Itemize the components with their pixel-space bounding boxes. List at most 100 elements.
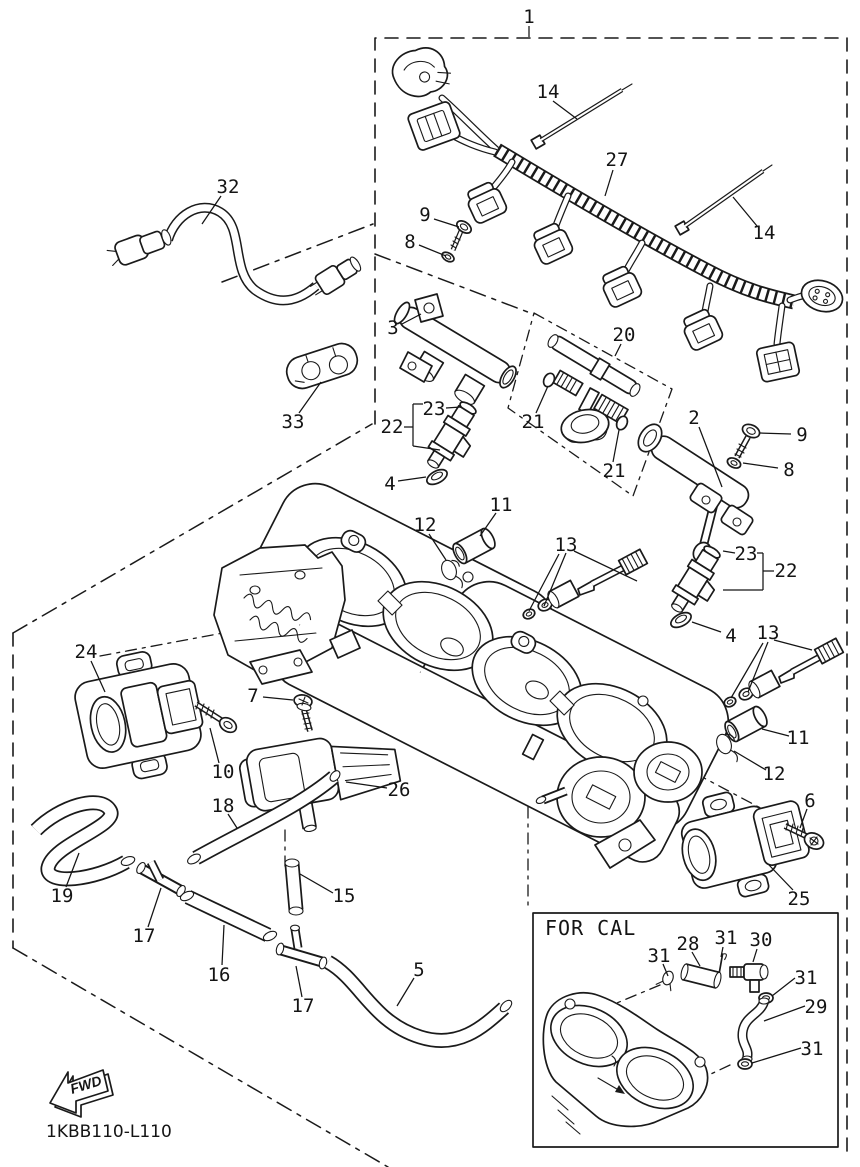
screw-9-left [450, 219, 473, 251]
callout-21: 21 [522, 411, 545, 433]
callout-leader-31 [751, 1047, 802, 1064]
callout-31: 31 [795, 967, 818, 989]
callout-leader-11 [761, 728, 790, 737]
callout-12: 12 [763, 763, 786, 785]
coil-connector [467, 181, 508, 224]
callout-20: 20 [613, 324, 636, 346]
callout-leader-28 [691, 951, 701, 967]
washer-8-left [441, 251, 455, 263]
screw-7 [293, 694, 313, 732]
callout-leader-8 [418, 244, 447, 257]
fan-13-left [528, 550, 638, 612]
cap-11-left [452, 527, 496, 565]
screw-6 [783, 821, 825, 850]
screw-9-right [734, 423, 761, 459]
cushion-4-right [670, 611, 692, 629]
callout-leader-17 [147, 887, 162, 928]
harness-rect-connector [407, 101, 461, 151]
for-cal-label: FOR CAL [545, 916, 636, 940]
callout-leader-33 [298, 381, 322, 414]
callout-leader-15 [299, 873, 334, 894]
callout-8: 8 [404, 231, 415, 253]
tube-28 [680, 963, 722, 989]
hose-19 [30, 795, 136, 887]
callout-17: 17 [133, 925, 156, 947]
o-ring-21-right [615, 415, 629, 431]
callout-leader-31 [720, 946, 724, 958]
callout-6: 6 [804, 790, 815, 812]
for-cal-inset: FOR CAL [532, 912, 839, 1148]
washer-8-right [726, 457, 742, 469]
callout-leader-5 [396, 977, 415, 1007]
callout-leader-29 [763, 1005, 806, 1022]
clamp-33 [285, 342, 359, 390]
callout-leader-12 [428, 533, 447, 561]
hose-15 [284, 858, 304, 916]
callout-3: 3 [387, 317, 398, 339]
fuel-hose-32 [106, 202, 362, 306]
mount-ear [340, 529, 367, 553]
callout-leader-17 [295, 965, 303, 998]
cable-tie [530, 83, 633, 150]
harness-square-connector [755, 341, 801, 383]
callout-25: 25 [788, 888, 811, 910]
callout-22: 22 [775, 560, 798, 582]
callout-leader-16 [221, 924, 225, 966]
callout-leader-4 [691, 621, 722, 633]
harness-round-connector [391, 47, 452, 98]
fuel-rail-2 [637, 423, 754, 563]
callout-7: 7 [247, 685, 258, 707]
callout-leader-26 [345, 781, 388, 789]
tee-joint-17b [275, 924, 328, 970]
callout-30: 30 [750, 929, 773, 951]
callout-leader-7 [262, 696, 294, 701]
callout-11: 11 [490, 494, 513, 516]
callout-1: 1 [523, 6, 534, 28]
clip-12-left [441, 559, 463, 589]
callout-33: 33 [282, 411, 305, 433]
o-ring-21-left [542, 372, 556, 388]
washer-8-right-hole [730, 460, 738, 466]
callout-leader-18 [227, 813, 238, 829]
callout-23: 23 [735, 543, 758, 565]
fan-13-right [730, 639, 813, 699]
hose-16 [179, 890, 278, 942]
callout-14: 14 [753, 222, 776, 244]
callout-leader-2 [698, 426, 723, 488]
tee-joint-17a [136, 859, 186, 898]
cap-11-right [724, 705, 768, 743]
pin-31 [718, 953, 727, 973]
callout-leader-30 [752, 948, 758, 963]
callout-4: 4 [725, 625, 736, 647]
clamp-31 [737, 1058, 753, 1070]
inset-throttle-body [542, 992, 709, 1135]
dashed-box-20 [507, 312, 673, 497]
injector-22-right [671, 545, 721, 613]
callout-leader-6 [799, 808, 808, 829]
wiring-harness [391, 47, 844, 383]
throttle-body [213, 482, 730, 869]
callout-12: 12 [414, 514, 437, 536]
callout-leader-14 [552, 100, 578, 120]
clip-12-right [716, 733, 738, 763]
callout-16: 16 [208, 964, 231, 986]
callout-23: 23 [423, 398, 446, 420]
screw-set-13-right [723, 637, 845, 708]
mount-ear [510, 630, 537, 654]
callout-8: 8 [783, 459, 794, 481]
callout-9: 9 [796, 424, 807, 446]
callout-leader-3 [401, 313, 422, 325]
callout-29: 29 [805, 996, 828, 1018]
callout-leader-11 [479, 512, 497, 537]
callout-leader-31 [662, 963, 669, 977]
callout-26: 26 [388, 779, 411, 801]
callout-22: 22 [381, 416, 404, 438]
callout-17: 17 [292, 995, 315, 1017]
coil-connector [602, 265, 643, 308]
drawing-code: 1KBB110-L110 [46, 1122, 172, 1142]
callout-13: 13 [555, 534, 578, 556]
callout-leader-31 [771, 977, 796, 997]
tps-sensor-24 [74, 651, 204, 780]
